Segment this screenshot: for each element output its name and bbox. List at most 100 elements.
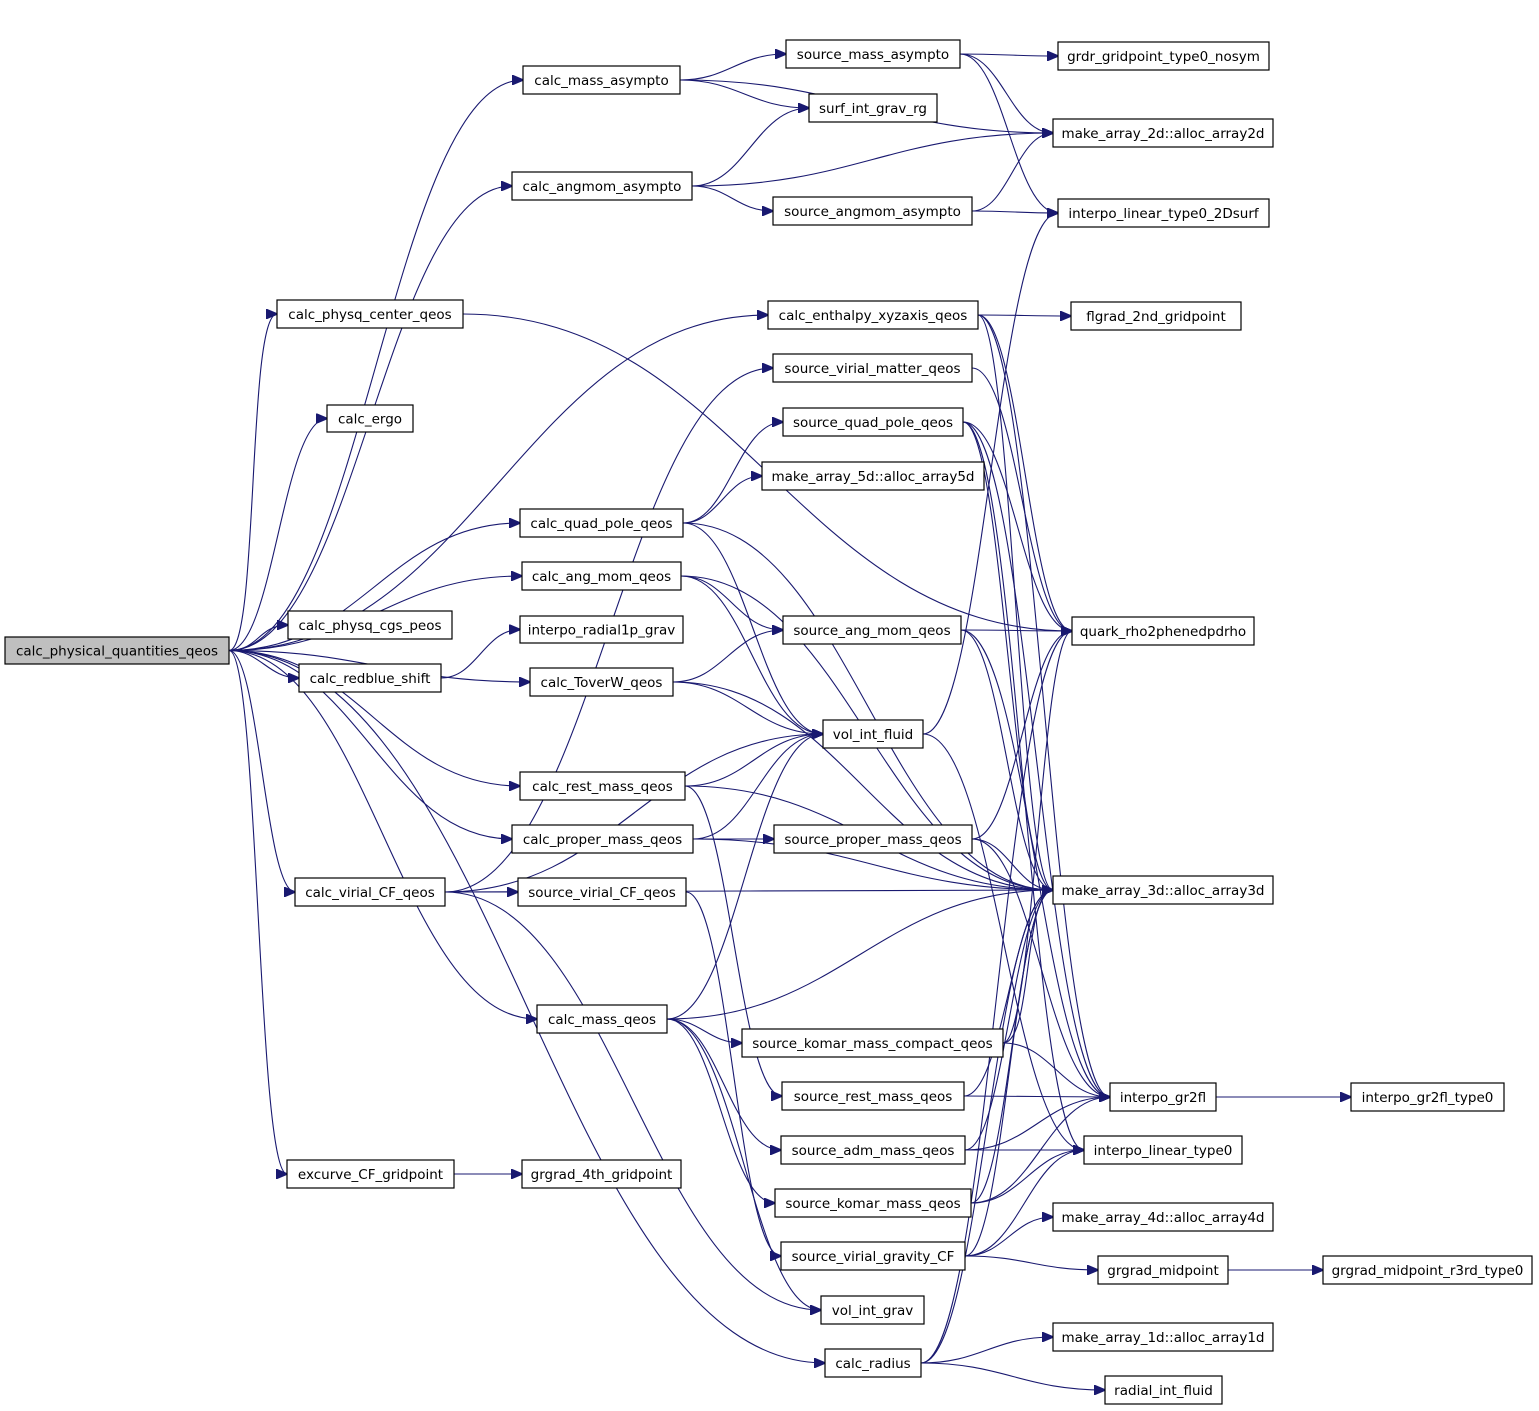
node-label-make-array-5d-alloc: make_array_5d::alloc_array5d [772, 469, 975, 485]
node-interpo-gr2fl-type0[interactable]: interpo_gr2fl_type0 [1350, 1082, 1505, 1112]
node-box-make-array-5d-alloc [761, 461, 985, 491]
node-calc-enthalpy-xyzaxis-qeos[interactable]: calc_enthalpy_xyzaxis_qeos [767, 300, 979, 330]
edge-calc-physical-quantities-qeos-to-calc-virial-cf-qeos [228, 649, 295, 893]
node-label-calc-enthalpy-xyzaxis-qeos: calc_enthalpy_xyzaxis_qeos [779, 308, 968, 324]
edge-calc-physical-quantities-qeos-to-calc-radius [228, 649, 825, 1364]
node-radial-int-fluid[interactable]: radial_int_fluid [1104, 1375, 1223, 1405]
node-calc-redblue-shift[interactable]: calc_redblue_shift [298, 663, 442, 693]
node-calc-physq-center-qeos[interactable]: calc_physq_center_qeos [276, 299, 464, 329]
node-box-surf-int-grav-rg [808, 93, 938, 123]
edge-calc-mass-qeos-to-vol-int-grav [666, 1018, 821, 1310]
node-box-calc-enthalpy-xyzaxis-qeos [767, 300, 979, 330]
node-make-array-1d-alloc[interactable]: make_array_1d::alloc_array1d [1052, 1322, 1274, 1352]
node-excurve-cf-gridpoint[interactable]: excurve_CF_gridpoint [286, 1159, 455, 1189]
edge-calc-angmom-asympto-to-make-array-2d-alloc [691, 133, 1053, 187]
node-calc-ergo[interactable]: calc_ergo [326, 404, 414, 433]
edge-source-adm-mass-qeos-to-make-array-3d-alloc [964, 890, 1053, 1151]
node-interpo-radial1p-grav[interactable]: interpo_radial1p_grav [519, 615, 684, 644]
node-source-komar-mass-compact-qeos[interactable]: source_komar_mass_compact_qeos [741, 1028, 1004, 1058]
node-label-calc-radius: calc_radius [835, 1356, 910, 1372]
edge-calc-angmom-asympto-to-surf-int-grav-rg [691, 108, 809, 187]
edge-calc-toverw-qeos-to-make-array-3d-alloc [672, 681, 1053, 890]
node-label-make-array-2d-alloc: make_array_2d::alloc_array2d [1062, 126, 1265, 142]
node-box-source-virial-cf-qeos [517, 877, 687, 907]
node-interpo-linear-type0[interactable]: interpo_linear_type0 [1083, 1135, 1243, 1165]
edge-calc-physical-quantities-qeos-to-calc-enthalpy-xyzaxis-qeos [228, 315, 768, 652]
node-source-virial-cf-qeos[interactable]: source_virial_CF_qeos [517, 877, 687, 907]
node-make-array-2d-alloc[interactable]: make_array_2d::alloc_array2d [1052, 118, 1274, 148]
node-grdr-gridpoint-type0-nosym[interactable]: grdr_gridpoint_type0_nosym [1057, 41, 1270, 71]
node-calc-angmom-asympto[interactable]: calc_angmom_asympto [511, 171, 693, 201]
node-calc-toverw-qeos[interactable]: calc_ToverW_qeos [529, 667, 674, 697]
node-calc-ang-mom-qeos[interactable]: calc_ang_mom_qeos [521, 561, 682, 591]
node-interpo-gr2fl[interactable]: interpo_gr2fl [1109, 1082, 1217, 1112]
node-box-interpo-linear-type0 [1083, 1135, 1243, 1165]
node-calc-physq-cgs-peos[interactable]: calc_physq_cgs_peos [287, 610, 453, 640]
node-label-grdr-gridpoint-type0-nosym: grdr_gridpoint_type0_nosym [1067, 49, 1260, 65]
node-flgrad-2nd-gridpoint[interactable]: flgrad_2nd_gridpoint [1070, 301, 1242, 331]
node-calc-proper-mass-qeos[interactable]: calc_proper_mass_qeos [511, 824, 694, 854]
node-box-source-virial-matter-qeos [772, 353, 973, 383]
edge-calc-virial-cf-qeos-to-vol-int-fluid [444, 734, 823, 893]
edge-calc-physical-quantities-qeos-to-calc-quad-pole-qeos [228, 523, 520, 652]
edge-source-quad-pole-qeos-to-interpo-gr2fl [962, 421, 1110, 1097]
edge-calc-toverw-qeos-to-source-ang-mom-qeos [672, 630, 783, 683]
node-source-quad-pole-qeos[interactable]: source_quad_pole_qeos [782, 407, 964, 437]
node-calc-rest-mass-qeos[interactable]: calc_rest_mass_qeos [519, 771, 686, 801]
node-calc-mass-asympto[interactable]: calc_mass_asympto [522, 65, 681, 95]
edge-calc-enthalpy-xyzaxis-qeos-to-make-array-3d-alloc [977, 314, 1053, 890]
node-grgrad-midpoint-r3rd-type0[interactable]: grgrad_midpoint_r3rd_type0 [1322, 1255, 1533, 1285]
edge-source-komar-mass-qeos-to-interpo-gr2fl [970, 1097, 1110, 1204]
edge-source-quad-pole-qeos-to-make-array-3d-alloc [962, 421, 1053, 890]
edge-calc-ang-mom-qeos-to-vol-int-fluid [680, 575, 823, 734]
node-source-virial-gravity-cf[interactable]: source_virial_gravity_CF [780, 1241, 966, 1271]
node-label-quark-rho2phenedpdrho: quark_rho2phenedpdrho [1080, 624, 1246, 640]
node-box-interpo-gr2fl [1109, 1082, 1217, 1112]
node-box-quark-rho2phenedpdrho [1071, 616, 1255, 646]
node-box-calc-physical-quantities-qeos [4, 636, 230, 665]
edges-layer [228, 54, 1351, 1390]
node-interpo-linear-type0-2dsurf[interactable]: interpo_linear_type0_2Dsurf [1057, 198, 1270, 228]
edge-source-virial-cf-qeos-to-source-virial-gravity-cf [685, 891, 781, 1256]
node-box-interpo-linear-type0-2dsurf [1057, 198, 1270, 228]
node-grgrad-4th-gridpoint[interactable]: grgrad_4th_gridpoint [521, 1159, 682, 1189]
node-box-calc-ang-mom-qeos [521, 561, 682, 591]
node-calc-physical-quantities-qeos[interactable]: calc_physical_quantities_qeos [4, 636, 230, 665]
node-source-proper-mass-qeos[interactable]: source_proper_mass_qeos [773, 824, 973, 854]
node-box-make-array-1d-alloc [1052, 1322, 1274, 1352]
node-calc-virial-cf-qeos[interactable]: calc_virial_CF_qeos [294, 877, 446, 907]
node-box-calc-virial-cf-qeos [294, 877, 446, 907]
node-grgrad-midpoint[interactable]: grgrad_midpoint [1097, 1255, 1229, 1285]
node-source-komar-mass-qeos[interactable]: source_komar_mass_qeos [774, 1188, 972, 1218]
node-label-source-virial-cf-qeos: source_virial_CF_qeos [528, 885, 676, 901]
node-calc-radius[interactable]: calc_radius [824, 1348, 922, 1378]
edge-calc-mass-asympto-to-source-mass-asympto [679, 54, 786, 81]
edge-source-komar-mass-compact-qeos-to-interpo-gr2fl [1002, 1042, 1110, 1097]
edge-calc-enthalpy-xyzaxis-qeos-to-interpo-gr2fl [977, 314, 1110, 1097]
node-source-angmom-asympto[interactable]: source_angmom_asympto [772, 196, 973, 226]
edge-calc-toverw-qeos-to-vol-int-fluid [672, 681, 823, 734]
node-surf-int-grav-rg[interactable]: surf_int_grav_rg [808, 93, 938, 123]
node-box-source-quad-pole-qeos [782, 407, 964, 437]
node-label-make-array-3d-alloc: make_array_3d::alloc_array3d [1062, 883, 1265, 899]
node-calc-mass-qeos[interactable]: calc_mass_qeos [536, 1004, 668, 1034]
node-calc-quad-pole-qeos[interactable]: calc_quad_pole_qeos [519, 508, 684, 538]
node-label-source-virial-matter-qeos: source_virial_matter_qeos [784, 361, 960, 377]
node-source-ang-mom-qeos[interactable]: source_ang_mom_qeos [782, 615, 962, 645]
node-box-interpo-gr2fl-type0 [1350, 1082, 1505, 1112]
node-quark-rho2phenedpdrho[interactable]: quark_rho2phenedpdrho [1071, 616, 1255, 646]
node-vol-int-fluid[interactable]: vol_int_fluid [822, 719, 924, 749]
edge-calc-physical-quantities-qeos-to-calc-physq-center-qeos [228, 314, 277, 652]
node-source-mass-asympto[interactable]: source_mass_asympto [785, 39, 961, 69]
node-box-source-rest-mass-qeos [781, 1081, 965, 1111]
nodes-layer: calc_physical_quantities_qeos calc_mass_a… [4, 39, 1533, 1405]
edge-calc-physical-quantities-qeos-to-excurve-cf-gridpoint [228, 649, 287, 1175]
node-source-virial-matter-qeos[interactable]: source_virial_matter_qeos [772, 353, 973, 383]
node-source-rest-mass-qeos[interactable]: source_rest_mass_qeos [781, 1081, 965, 1111]
node-vol-int-grav[interactable]: vol_int_grav [820, 1295, 925, 1325]
node-make-array-3d-alloc[interactable]: make_array_3d::alloc_array3d [1052, 875, 1274, 905]
node-make-array-4d-alloc[interactable]: make_array_4d::alloc_array4d [1052, 1202, 1274, 1232]
node-make-array-5d-alloc[interactable]: make_array_5d::alloc_array5d [761, 461, 985, 491]
node-source-adm-mass-qeos[interactable]: source_adm_mass_qeos [780, 1135, 966, 1165]
